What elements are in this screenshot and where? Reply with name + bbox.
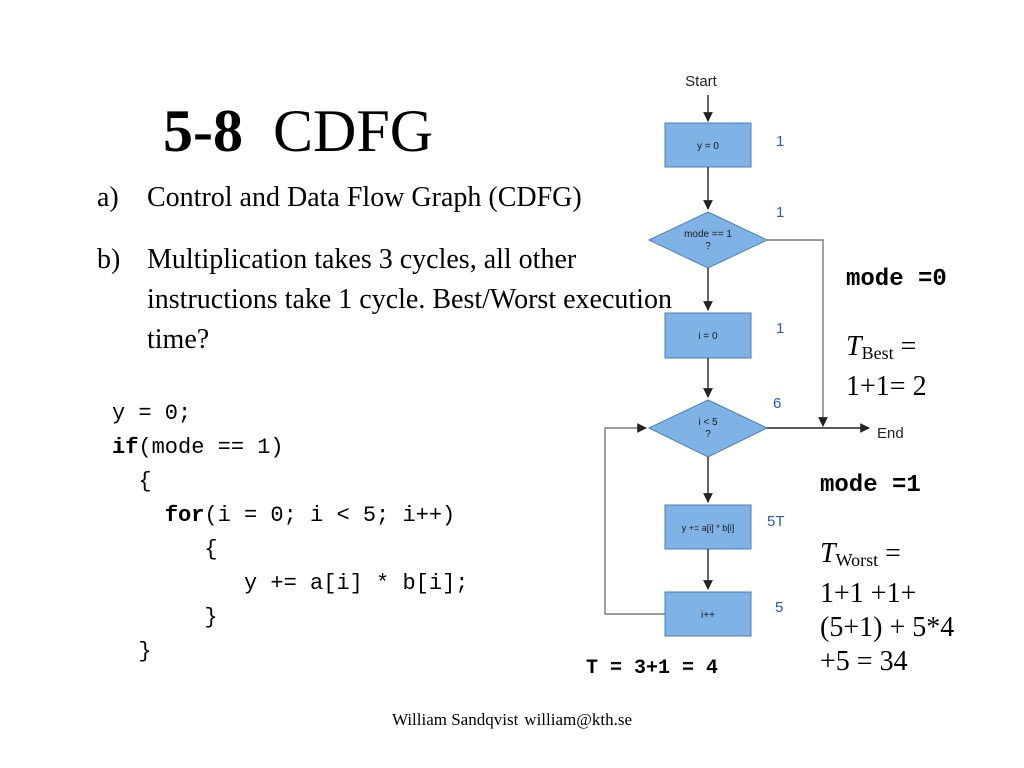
code-keyword-for: for bbox=[164, 503, 205, 528]
code-line: y = 0; bbox=[112, 401, 192, 426]
list-item-text: Control and Data Flow Graph (CDFG) bbox=[147, 182, 582, 213]
cost-mode-check: 1 bbox=[776, 204, 784, 221]
t-worst-line3: +5 = 34 bbox=[820, 646, 908, 677]
t-worst: TWorst = 1+1 +1+ (5+1) + 5*4 +5 = 34 bbox=[820, 537, 1010, 679]
node-inc bbox=[664, 591, 752, 637]
cost-mac: 5T bbox=[767, 513, 785, 530]
node-mode-check-q: ? bbox=[705, 241, 711, 252]
t-worst-line1: 1+1 +1+ bbox=[820, 578, 917, 609]
list-item-text: Multiplication takes 3 cycles, all other… bbox=[147, 244, 672, 355]
arrow-mode-false-to-end bbox=[767, 239, 828, 427]
list-item-label: b) bbox=[97, 244, 121, 275]
node-mode-check-label: mode == 1 bbox=[684, 229, 732, 240]
mode1-label: mode =1 bbox=[820, 472, 921, 499]
mode0-label: mode =0 bbox=[846, 266, 947, 293]
slide-title: 5-8 CDFG bbox=[163, 96, 433, 166]
t-worst-line2: (5+1) + 5*4 bbox=[820, 612, 955, 643]
code-line: (mode == 1) bbox=[138, 435, 284, 460]
node-mac-label: y += a[i] * b[i] bbox=[682, 523, 735, 533]
slide-title-text: CDFG bbox=[272, 98, 434, 164]
node-y0-label: y = 0 bbox=[697, 141, 719, 152]
code-line: y += a[i] * b[i]; bbox=[244, 571, 469, 596]
node-i-check-q: ? bbox=[705, 429, 711, 440]
cost-i-check: 6 bbox=[773, 395, 781, 412]
end-label: End bbox=[877, 425, 904, 442]
cost-inc: 5 bbox=[775, 599, 783, 616]
footer: William Sandqvist william@kth.se bbox=[0, 710, 1024, 730]
node-i0-label: i = 0 bbox=[698, 331, 718, 342]
footer-name: William Sandqvist bbox=[391, 710, 519, 729]
list-item-a: a) Control and Data Flow Graph (CDFG) bbox=[97, 178, 677, 218]
footer-email: william@kth.se bbox=[524, 710, 633, 729]
node-mode-check bbox=[647, 211, 769, 269]
t-symbol: T bbox=[846, 331, 862, 362]
node-inc-label: i++ bbox=[701, 610, 715, 621]
node-y0 bbox=[664, 122, 752, 168]
cost-i0: 1 bbox=[776, 320, 784, 337]
t-formula: T = 3+1 = 4 bbox=[586, 657, 719, 680]
code-line: } bbox=[204, 605, 218, 630]
t-best-formula: 1+1= 2 bbox=[846, 371, 927, 402]
list-item-b: b) Multiplication takes 3 cycles, all oth… bbox=[97, 240, 677, 360]
node-i-check-label: i < 5 bbox=[698, 417, 718, 428]
start-label: Start bbox=[685, 73, 718, 90]
t-best-eq: = bbox=[893, 331, 917, 362]
arrow-loop-back bbox=[604, 423, 665, 615]
code-line: } bbox=[138, 639, 152, 664]
slide-title-number: 5-8 bbox=[163, 98, 243, 164]
code-keyword-if: if bbox=[112, 435, 139, 460]
code-block: y = 0; if(mode == 1) { for(i = 0; i < 5;… bbox=[112, 397, 468, 669]
t-worst-sub: Worst bbox=[835, 550, 879, 570]
code-line: { bbox=[138, 469, 152, 494]
list-item-label: a) bbox=[97, 182, 119, 213]
t-symbol: T bbox=[820, 538, 836, 569]
t-best-sub: Best bbox=[861, 343, 894, 363]
node-i0 bbox=[664, 312, 752, 359]
t-best: TBest = 1+1= 2 bbox=[846, 330, 1006, 404]
cost-y0: 1 bbox=[776, 133, 784, 150]
code-line: { bbox=[204, 537, 218, 562]
t-worst-eq: = bbox=[878, 538, 901, 569]
node-mac bbox=[664, 504, 752, 550]
code-line: (i = 0; i < 5; i++) bbox=[204, 503, 456, 528]
